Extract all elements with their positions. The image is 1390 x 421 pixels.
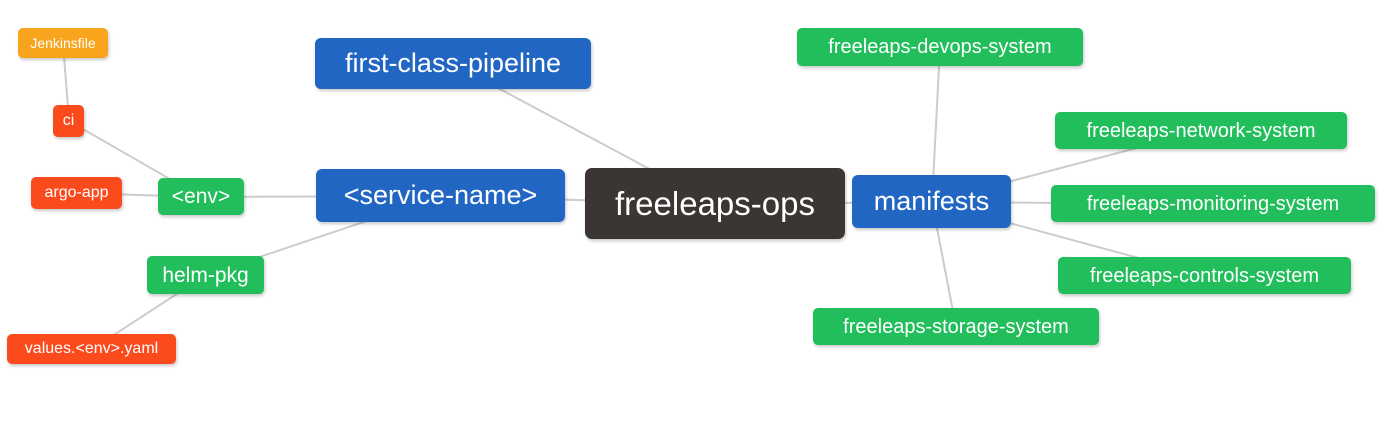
node-freeleaps-ops[interactable]: freeleaps-ops [585,168,845,239]
node-devops-system[interactable]: freeleaps-devops-system [797,28,1083,66]
node-network-system[interactable]: freeleaps-network-system [1055,112,1347,149]
node-ci[interactable]: ci [53,105,84,137]
node-jenkinsfile[interactable]: Jenkinsfile [18,28,108,58]
node-first-class-pipeline[interactable]: first-class-pipeline [315,38,591,89]
node-monitoring-system[interactable]: freeleaps-monitoring-system [1051,185,1375,222]
node-values-env-yaml[interactable]: values.<env>.yaml [7,334,176,364]
node-helm-pkg[interactable]: helm-pkg [147,256,264,294]
node-controls-system[interactable]: freeleaps-controls-system [1058,257,1351,294]
node-service-name[interactable]: <service-name> [316,169,565,222]
node-env[interactable]: <env> [158,178,244,215]
node-manifests[interactable]: manifests [852,175,1011,228]
node-argo-app[interactable]: argo-app [31,177,122,209]
node-storage-system[interactable]: freeleaps-storage-system [813,308,1099,345]
